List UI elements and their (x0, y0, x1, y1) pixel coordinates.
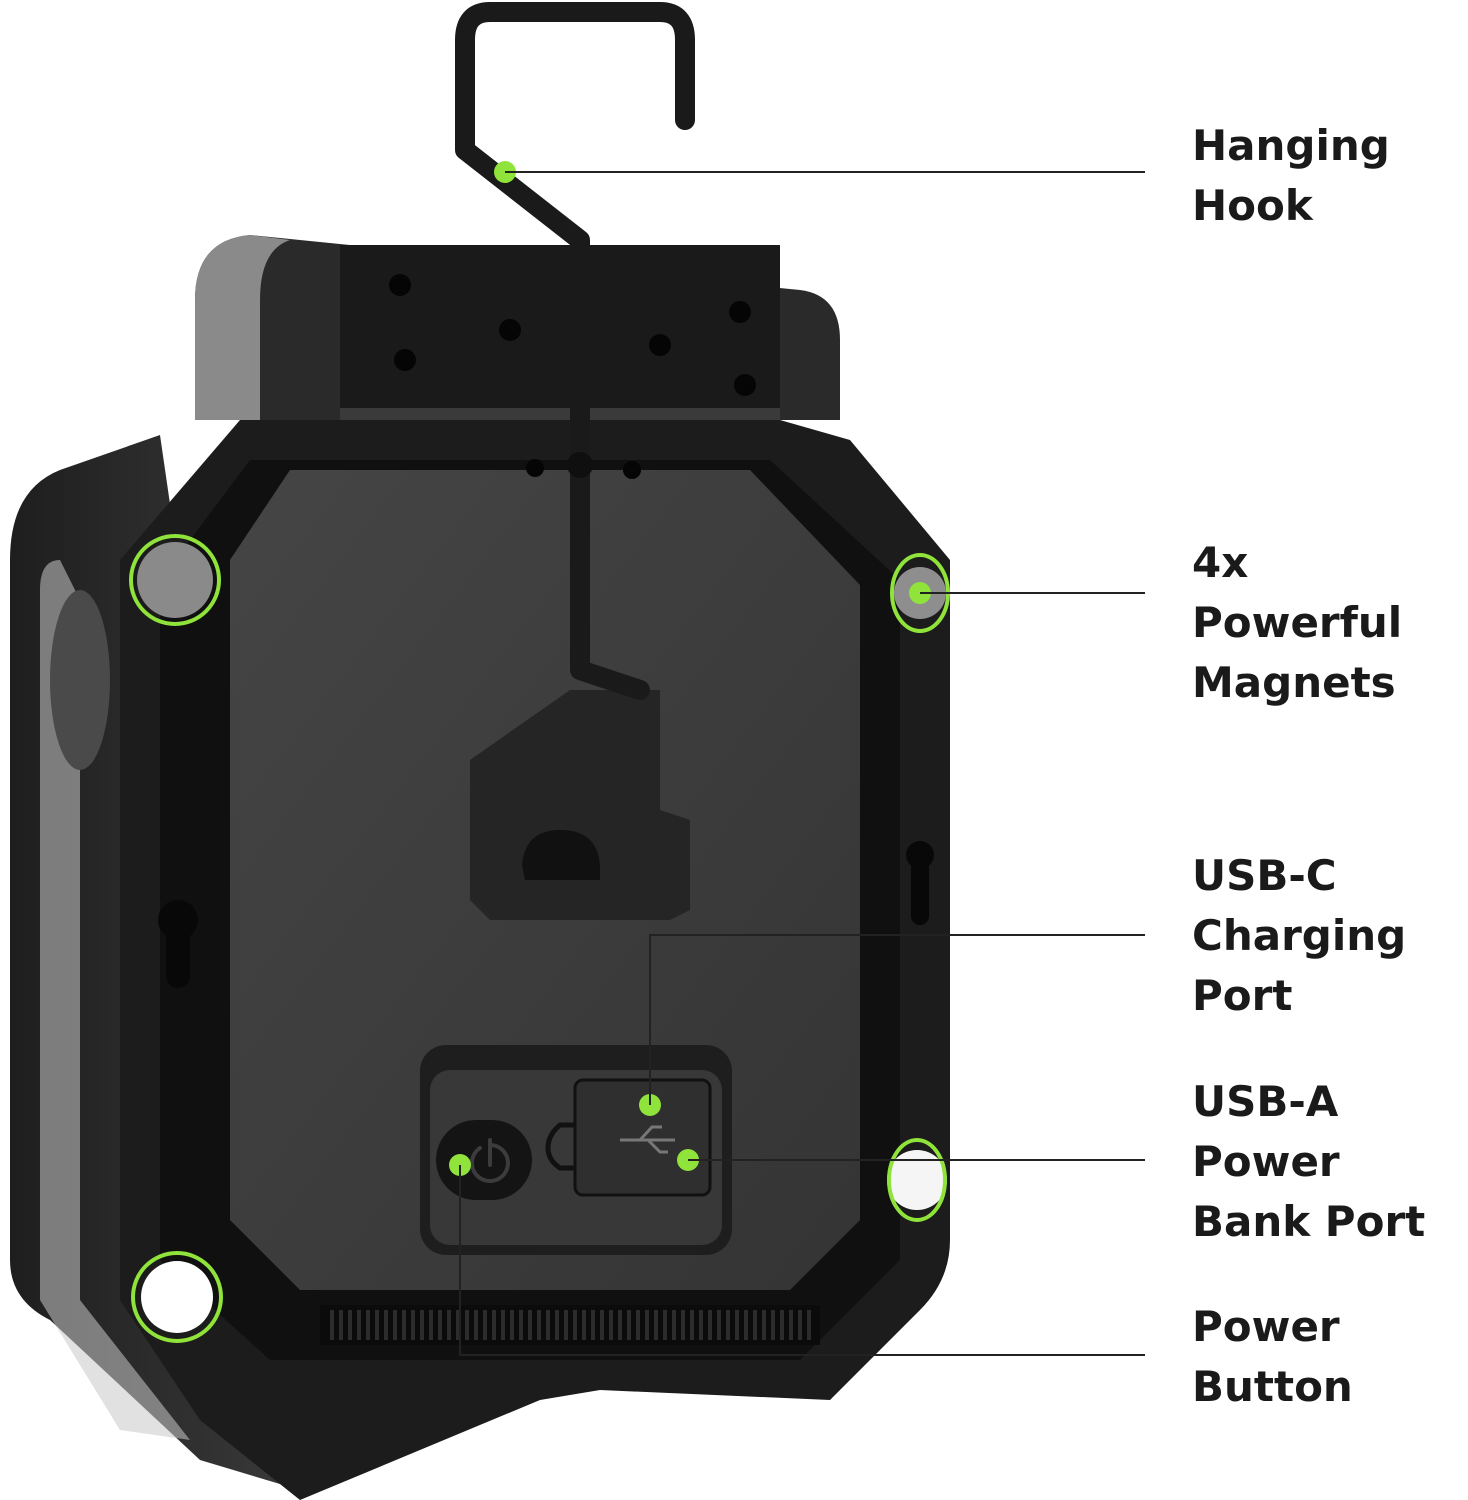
label-line: 4x Powerful (1192, 538, 1403, 647)
label-line: Port (1192, 971, 1293, 1020)
vent-slot (762, 1310, 766, 1340)
vent-slot (519, 1310, 523, 1340)
vent-slot (807, 1310, 811, 1340)
vent-slot (339, 1310, 343, 1340)
vent-slot (465, 1310, 469, 1340)
vent-slot (672, 1310, 676, 1340)
vent-slot (483, 1310, 487, 1340)
label-line: Magnets (1192, 658, 1396, 707)
leader-lines (459, 171, 1145, 1356)
vent-slot (510, 1310, 514, 1340)
magnet-highlight-ring (887, 1138, 947, 1222)
vent-slot (357, 1310, 361, 1340)
side-light-panel (40, 560, 190, 1440)
vent-slot (420, 1310, 424, 1340)
vent-slot (726, 1310, 730, 1340)
vent-slot (528, 1310, 532, 1340)
label-line: Power (1192, 1302, 1340, 1351)
magnets (137, 542, 947, 1333)
vent-slot (429, 1310, 433, 1340)
vent-slot (366, 1310, 370, 1340)
vent-slot (771, 1310, 775, 1340)
magnet-highlight-ring (129, 534, 221, 626)
vent-slot (780, 1310, 784, 1340)
label-usb-c: USB-C Charging Port (1192, 846, 1406, 1026)
vent-slot (699, 1310, 703, 1340)
vent-slot (600, 1310, 604, 1340)
vent-slot (618, 1310, 622, 1340)
vent-slot (474, 1310, 478, 1340)
hinge-band (340, 245, 780, 415)
vent-slot (789, 1310, 793, 1340)
vent-slot (546, 1310, 550, 1340)
vent-slot (411, 1310, 415, 1340)
vent-slot (744, 1310, 748, 1340)
vent-slot (573, 1310, 577, 1340)
vent-slot (627, 1310, 631, 1340)
vent-slot (609, 1310, 613, 1340)
label-line: Power (1192, 1137, 1340, 1186)
label-magnets: 4x Powerful Magnets (1192, 533, 1468, 713)
vent-slot (501, 1310, 505, 1340)
vent-slot (447, 1310, 451, 1340)
hanging-hook (455, 2, 695, 700)
vent-slot (348, 1310, 352, 1340)
usb-icon (620, 1125, 675, 1154)
vent-slot (537, 1310, 541, 1340)
cover-latch (545, 1122, 575, 1171)
hook-pivot (567, 452, 593, 478)
label-usb-a: USB-A Power Bank Port (1192, 1072, 1425, 1252)
vent-slot (636, 1310, 640, 1340)
label-line: Hook (1192, 181, 1313, 230)
vent-slot (753, 1310, 757, 1340)
label-line: Charging (1192, 911, 1407, 960)
vent-slots (330, 1310, 811, 1340)
label-line: USB-A (1192, 1077, 1339, 1126)
vent-slot (564, 1310, 568, 1340)
vent-slot (735, 1310, 739, 1340)
magnet-top-left (137, 542, 213, 618)
vent-slot (402, 1310, 406, 1340)
vent-slot (375, 1310, 379, 1340)
vent-slot (690, 1310, 694, 1340)
vent-slot (591, 1310, 595, 1340)
vent-slot (654, 1310, 658, 1340)
vent-slot (384, 1310, 388, 1340)
keyhole-slots (158, 841, 934, 988)
label-line: USB-C (1192, 851, 1337, 900)
vent-slot (438, 1310, 442, 1340)
label-line: Button (1192, 1362, 1353, 1411)
vent-slot (645, 1310, 649, 1340)
leader-power (459, 1165, 1145, 1356)
recess-clip (522, 830, 600, 880)
side-knob (50, 590, 110, 770)
vent-slot (708, 1310, 712, 1340)
label-hanging-hook: Hanging Hook (1192, 116, 1390, 236)
vent-slot (582, 1310, 586, 1340)
label-line: Bank Port (1192, 1197, 1426, 1246)
label-line: Hanging (1192, 121, 1390, 170)
accent-markers (129, 161, 950, 1343)
leader-usb-c (649, 934, 1145, 1105)
magnet-highlight-ring (131, 1251, 223, 1343)
label-power-button: Power Button (1192, 1297, 1353, 1417)
vent-slot (663, 1310, 667, 1340)
vent-slot (492, 1310, 496, 1340)
magnet-bottom-right (887, 1150, 947, 1210)
power-symbol-icon (469, 1138, 510, 1183)
vent-slot (681, 1310, 685, 1340)
hinge-holes (389, 274, 756, 479)
vent-slot (717, 1310, 721, 1340)
magnet-bottom-left (141, 1261, 213, 1333)
top-cap-highlight (195, 235, 290, 420)
vent-slot (456, 1310, 460, 1340)
vent-slot (555, 1310, 559, 1340)
vent-slot (798, 1310, 802, 1340)
vent-slot (393, 1310, 397, 1340)
vent-slot (330, 1310, 334, 1340)
